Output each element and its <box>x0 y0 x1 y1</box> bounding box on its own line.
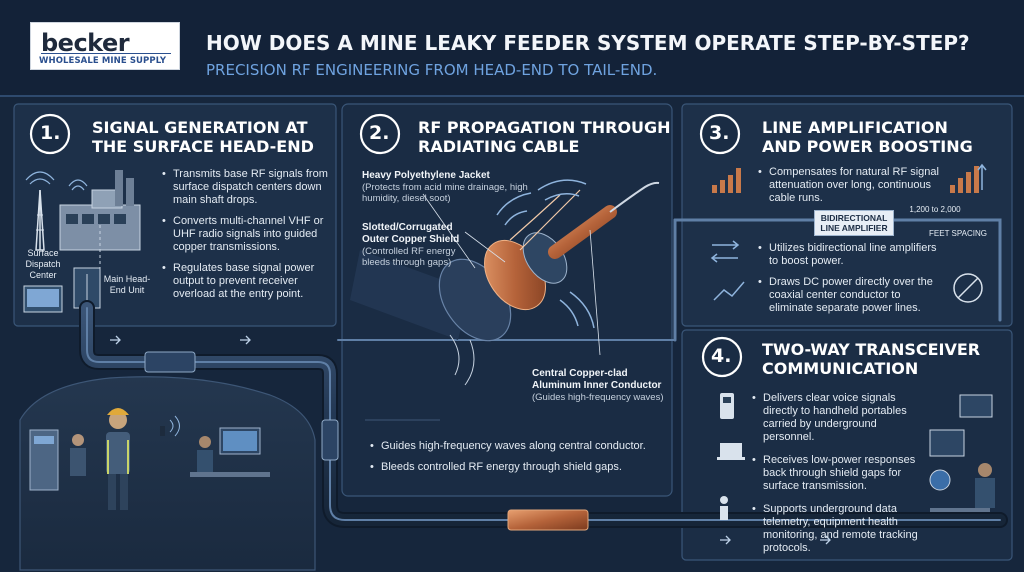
step-1-bullets: Transmits base RF signals from surface d… <box>162 168 330 309</box>
step-4-title: TWO-WAY TRANSCEIVER COMMUNICATION <box>762 340 980 378</box>
step-2-bullet: Bleeds controlled RF energy through shie… <box>370 461 660 474</box>
step-1-bullet: Transmits base RF signals from surface d… <box>162 168 330 207</box>
step-1-number: 1. <box>40 122 61 144</box>
leaky-feeder-cable-path <box>79 218 1008 528</box>
step-2-bullets: Guides high-frequency waves along centra… <box>370 440 660 482</box>
becker-logo: becker WHOLESALE MINE SUPPLY <box>30 22 180 70</box>
spacing-label: FEET SPACING <box>929 229 987 238</box>
amplifier-badge: BIDIRECTIONAL LINE AMPLIFIER <box>814 210 894 236</box>
inner-conductor-label-detail: (Guides high-frequency waves) <box>532 392 664 403</box>
page-title: HOW DOES A MINE LEAKY FEEDER SYSTEM OPER… <box>206 31 970 55</box>
panel-4-icons <box>717 393 995 520</box>
step-3-title-line-2: AND POWER BOOSTING <box>762 137 973 156</box>
step-3-bullet: Utilizes bidirectional line amplifiers t… <box>758 242 944 268</box>
shield-label: Slotted/Corrugated Outer Copper Shield (… <box>362 222 470 268</box>
shield-label-detail: (Controlled RF energy bleeds through gap… <box>362 246 456 268</box>
step-2-title-line-1: RF PROPAGATION THROUGH <box>418 118 671 137</box>
panel-3-icons <box>710 163 987 303</box>
logo-tagline: WHOLESALE MINE SUPPLY <box>39 56 167 66</box>
surface-facility-illustration <box>23 170 141 313</box>
jacket-label-detail: (Protects from acid mine drainage, high … <box>362 182 528 204</box>
step-3-number: 3. <box>709 122 730 144</box>
step-1-title-line-2: THE SURFACE HEAD-END <box>92 137 314 156</box>
spacing-value: 1,200 to 2,000 <box>909 205 961 214</box>
step-3-circle <box>699 113 741 155</box>
step-4-title-line-2: COMMUNICATION <box>762 359 919 378</box>
cable-coupler-2 <box>321 419 339 461</box>
jacket-label: Heavy Polyethylene Jacket (Protects from… <box>362 170 532 204</box>
step-4-title-line-1: TWO-WAY TRANSCEIVER <box>762 340 981 359</box>
logo-brand-text: becker <box>41 29 130 57</box>
step-4-bullets: Delivers clear voice signals directly to… <box>752 392 922 563</box>
step-4-number: 4. <box>711 345 732 367</box>
step-3-title: LINE AMPLIFICATION AND POWER BOOSTING <box>762 118 973 156</box>
inner-conductor-label: Central Copper-clad Aluminum Inner Condu… <box>532 368 670 403</box>
cable-splice <box>507 509 589 531</box>
step-3-title-line-1: LINE AMPLIFICATION <box>762 118 948 137</box>
step-2-bullet: Guides high-frequency waves along centra… <box>370 440 660 453</box>
step-1-bullet: Converts multi-channel VHF or UHF radio … <box>162 215 330 254</box>
surface-dispatch-label: Surface Dispatch Center <box>25 248 61 280</box>
logo-rule <box>41 53 171 54</box>
step-2-circle <box>359 113 401 155</box>
step-2-title: RF PROPAGATION THROUGH RADIATING CABLE <box>418 118 671 156</box>
step-1-circle <box>29 113 71 155</box>
step-3-bullets-top: Compensates for natural RF signal attenu… <box>758 166 944 213</box>
step-3-bullets-bottom: Utilizes bidirectional line amplifiers t… <box>758 242 944 323</box>
step-1-title: SIGNAL GENERATION AT THE SURFACE HEAD-EN… <box>92 118 314 156</box>
step-4-circle <box>701 336 743 378</box>
jacket-label-title: Heavy Polyethylene Jacket <box>362 170 490 181</box>
cable-coupler-1 <box>144 351 196 373</box>
step-4-bullet: Receives low-power responses back throug… <box>752 454 922 493</box>
underground-tunnel-illustration <box>19 376 316 571</box>
step-1-bullet: Regulates base signal power output to pr… <box>162 262 330 301</box>
inner-conductor-label-title: Central Copper-clad Aluminum Inner Condu… <box>532 368 662 391</box>
step-3-bullet: Compensates for natural RF signal attenu… <box>758 166 944 205</box>
head-end-unit-label: Main Head-End Unit <box>103 274 151 295</box>
step-4-bullet: Delivers clear voice signals directly to… <box>752 392 922 444</box>
step-4-bullet: Supports underground data telemetry, equ… <box>752 503 922 555</box>
step-1-title-line-1: SIGNAL GENERATION AT <box>92 118 308 137</box>
shield-label-title: Slotted/Corrugated Outer Copper Shield <box>362 222 460 245</box>
step-3-bullet: Draws DC power directly over the coaxial… <box>758 276 944 315</box>
radiating-cable-cutaway <box>350 179 660 421</box>
step-2-number: 2. <box>369 122 390 144</box>
page-subtitle: PRECISION RF ENGINEERING FROM HEAD-END T… <box>206 61 658 79</box>
step-2-title-line-2: RADIATING CABLE <box>418 137 580 156</box>
